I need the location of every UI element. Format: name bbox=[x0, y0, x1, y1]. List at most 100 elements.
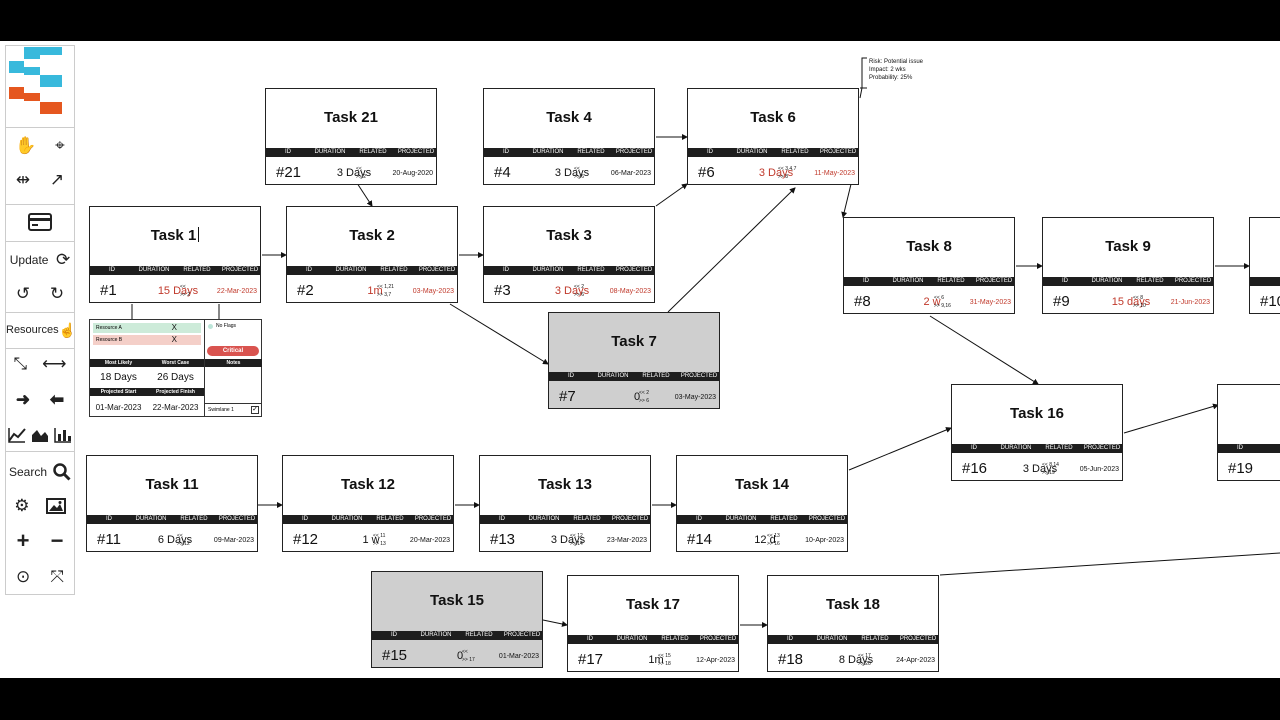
task-columns-header: ID DURATION RELATED PROJECTED bbox=[480, 515, 650, 524]
task-card-21[interactable]: Task 21 ID DURATION RELATED PROJECTED #2… bbox=[265, 88, 437, 185]
task-card-8[interactable]: Task 8 ID DURATION RELATED PROJECTED #8 … bbox=[843, 217, 1015, 314]
col-related: RELATED bbox=[1136, 278, 1164, 284]
most-likely-value[interactable]: 18 Days bbox=[100, 372, 137, 383]
risk-note-line: Impact: 2 wks bbox=[869, 67, 906, 73]
task-projected: 08-May-2023 bbox=[609, 288, 651, 295]
col-related: RELATED bbox=[577, 149, 605, 155]
task-duration: 15 Days bbox=[157, 285, 199, 297]
collapse-icon[interactable]: ⤡ bbox=[13, 354, 28, 373]
settings-gears-icon[interactable]: ⚙ bbox=[14, 496, 30, 515]
arrow-left-icon[interactable]: ⬅ bbox=[49, 390, 65, 409]
center-target-icon[interactable]: ⊙ bbox=[16, 567, 31, 586]
resources-label[interactable]: Resources bbox=[6, 324, 59, 336]
select-crosshair-icon[interactable]: ⌖ bbox=[55, 136, 65, 155]
col-duration: DURATION bbox=[1091, 278, 1123, 284]
col-duration: DURATION bbox=[135, 516, 167, 522]
col-id: ID bbox=[391, 632, 397, 638]
remove-resource-button[interactable]: X bbox=[171, 323, 177, 332]
task-id: #7 bbox=[559, 388, 576, 405]
task-card-18[interactable]: Task 18 ID DURATION RELATED PROJECTED #1… bbox=[767, 575, 939, 672]
task-title: Task 15 bbox=[430, 592, 484, 609]
task-columns-header: ID DURATION RELATED PROJECTED bbox=[372, 631, 542, 640]
col-duration: DURATION bbox=[532, 267, 564, 273]
update-label[interactable]: Update bbox=[9, 253, 49, 267]
task-card-2[interactable]: Task 2 ID DURATION RELATED PROJECTED #2 … bbox=[286, 206, 458, 303]
task-card-16[interactable]: Task 16 ID DURATION RELATED PROJECTED #1… bbox=[951, 384, 1123, 481]
task-duration: 0 bbox=[456, 650, 464, 662]
task-id: #10 bbox=[1260, 293, 1280, 310]
refresh-icon[interactable]: ⟳ bbox=[55, 250, 71, 269]
zoom-in-icon[interactable]: + bbox=[16, 528, 30, 553]
task-duration: 2 w bbox=[923, 296, 941, 308]
task-columns-header: ID bbox=[1218, 444, 1280, 453]
task-card-14[interactable]: Task 14 ID DURATION RELATED PROJECTED #1… bbox=[676, 455, 848, 552]
task-card-7[interactable]: Task 7 ID DURATION RELATED PROJECTED #7 … bbox=[548, 312, 720, 409]
zoom-out-icon[interactable]: − bbox=[50, 528, 64, 553]
search-label[interactable]: Search bbox=[8, 465, 48, 479]
task-duration: 3 Days bbox=[1022, 463, 1058, 475]
critical-badge[interactable]: Critical bbox=[207, 346, 259, 356]
risk-note-line: Risk: Potential issue bbox=[869, 59, 924, 65]
task-card-11[interactable]: Task 11 ID DURATION RELATED PROJECTED #1… bbox=[86, 455, 258, 552]
redo-icon[interactable]: ↻ bbox=[49, 284, 65, 303]
task-id: #21 bbox=[276, 164, 302, 181]
task-projected: 09-Mar-2023 bbox=[213, 537, 254, 544]
remove-resource-button[interactable]: X bbox=[171, 335, 177, 344]
split-horizontal-icon[interactable]: ⇹ bbox=[15, 170, 31, 189]
task-card-12[interactable]: Task 12 ID DURATION RELATED PROJECTED #1… bbox=[282, 455, 454, 552]
arrow-right-icon[interactable]: ➜ bbox=[15, 390, 31, 409]
col-duration: DURATION bbox=[528, 516, 560, 522]
connect-arrow-icon[interactable]: ↗ bbox=[49, 170, 65, 189]
col-projected: PROJECTED bbox=[819, 149, 857, 155]
task-title: Task 8 bbox=[906, 238, 952, 255]
gantt-canvas[interactable]: Risk: Potential issue Impact: 2 wks Prob… bbox=[0, 41, 1280, 678]
notes-header: Notes bbox=[205, 359, 262, 367]
expand-horizontal-icon[interactable]: ⟷ bbox=[42, 354, 67, 373]
resource-tag: Resource A X bbox=[93, 323, 201, 333]
task-id: #8 bbox=[854, 293, 871, 310]
task-title-editing[interactable]: Task 1 bbox=[90, 227, 260, 244]
search-icon[interactable] bbox=[53, 460, 71, 484]
fit-screen-icon[interactable]: ⤧ bbox=[50, 567, 64, 586]
task-card-3[interactable]: Task 3 ID DURATION RELATED PROJECTED #3 … bbox=[483, 206, 655, 303]
task-card-13[interactable]: Task 13 ID DURATION RELATED PROJECTED #1… bbox=[479, 455, 651, 552]
col-related: RELATED bbox=[376, 516, 404, 522]
card-view-icon[interactable] bbox=[28, 210, 52, 234]
col-related: RELATED bbox=[770, 516, 798, 522]
divider bbox=[205, 403, 262, 404]
task-card-15[interactable]: Task 15 ID DURATION RELATED PROJECTED #1… bbox=[371, 571, 543, 668]
col-projected: PROJECTED bbox=[221, 267, 259, 273]
line-chart-icon[interactable] bbox=[8, 423, 27, 447]
task-id: #3 bbox=[494, 282, 511, 299]
task-columns-header: ID DURATION RELATED PROJECTED bbox=[688, 148, 858, 157]
task-card-1[interactable]: Task 1 ID DURATION RELATED PROJECTED #1 … bbox=[89, 206, 261, 303]
undo-icon[interactable]: ↺ bbox=[15, 284, 31, 303]
pointer-hand-icon[interactable]: ☝ bbox=[58, 321, 77, 338]
task-card-10[interactable]: #10 bbox=[1249, 217, 1280, 314]
hand-pan-icon[interactable]: ✋ bbox=[15, 136, 37, 155]
worst-case-value[interactable]: 26 Days bbox=[157, 372, 194, 383]
task-id: #16 bbox=[962, 460, 988, 477]
task-related: << 8>> 10 bbox=[1133, 295, 1146, 309]
task-card-4[interactable]: Task 4 ID DURATION RELATED PROJECTED #4 … bbox=[483, 88, 655, 185]
task-title: Task 17 bbox=[626, 596, 680, 613]
task-related: <<>> 2 bbox=[356, 166, 367, 180]
task-columns-header: ID DURATION RELATED PROJECTED bbox=[952, 444, 1122, 453]
task-projected: 05-Jun-2023 bbox=[1079, 466, 1119, 473]
col-related: RELATED bbox=[577, 267, 605, 273]
col-id: ID bbox=[285, 149, 291, 155]
col-projected: PROJECTED bbox=[218, 516, 256, 522]
area-chart-icon[interactable] bbox=[31, 423, 49, 447]
task-title: Task 16 bbox=[1010, 405, 1064, 422]
task-card-19[interactable]: T ID #19 3 D bbox=[1217, 384, 1280, 481]
task-related: <<>> 2 bbox=[180, 284, 191, 298]
swimlane-checkbox[interactable]: ✓ bbox=[251, 406, 259, 414]
task-columns-header: ID DURATION RELATED PROJECTED bbox=[266, 148, 436, 157]
col-related: RELATED bbox=[661, 636, 689, 642]
task-card-17[interactable]: Task 17 ID DURATION RELATED PROJECTED #1… bbox=[567, 575, 739, 672]
bar-chart-icon[interactable] bbox=[53, 423, 72, 447]
task-card-9[interactable]: Task 9 ID DURATION RELATED PROJECTED #9 … bbox=[1042, 217, 1214, 314]
task-card-6[interactable]: Task 6 ID DURATION RELATED PROJECTED #6 … bbox=[687, 88, 859, 185]
task-title: Task 6 bbox=[750, 109, 796, 126]
image-icon[interactable] bbox=[45, 494, 66, 518]
